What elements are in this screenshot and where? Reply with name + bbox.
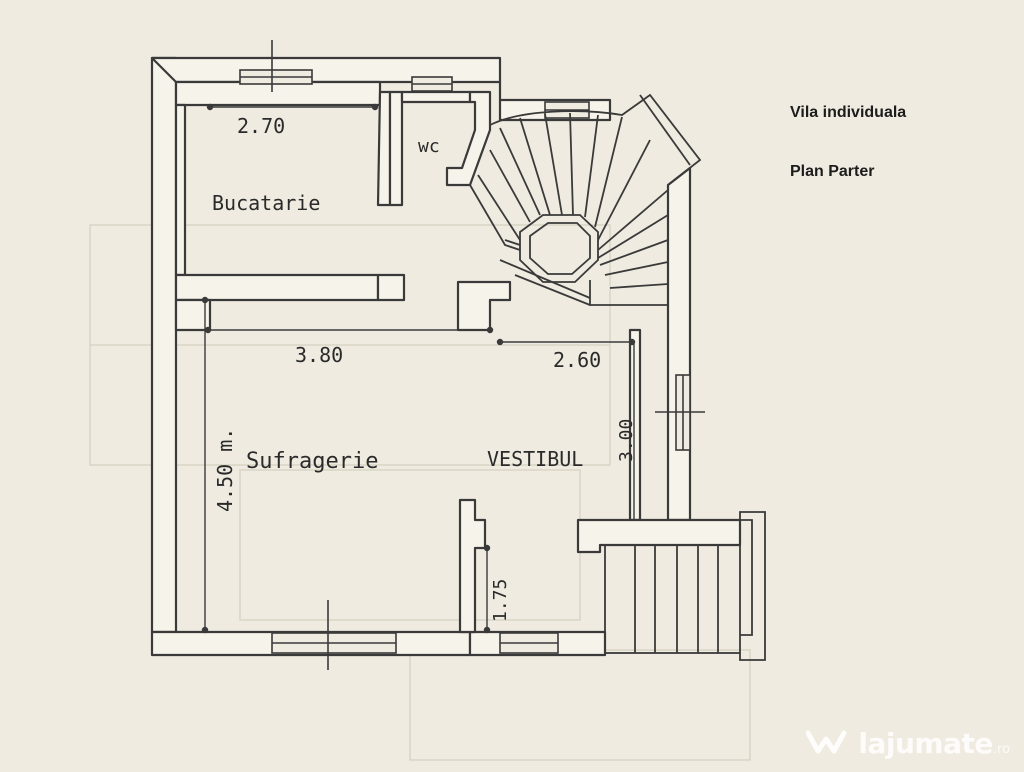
room-label-living: Sufragerie [246, 449, 378, 474]
dimension-labels: 2.70 3.80 2.60 4.50 m. 3.00 1.75 [213, 114, 637, 622]
lajumate-logo-icon [806, 730, 847, 754]
wall-kitchen-bottom [174, 273, 380, 302]
wall-kitchen-door-jamb [376, 273, 406, 302]
room-label-wc: wc [418, 136, 440, 157]
dim-hall-width: 2.60 [553, 348, 601, 372]
window-wc-top [411, 76, 453, 92]
wall-wc-right [445, 90, 492, 187]
wall-partition-right [456, 280, 512, 332]
window-kitchen-top [239, 40, 313, 92]
stair-inner-newel-inner [529, 222, 591, 275]
dim-living-depth: 4.50 m. [213, 428, 237, 512]
window-living-bottom [271, 600, 397, 670]
window-hall-bottom [499, 632, 559, 654]
window-stair-top [544, 101, 590, 119]
watermark-tld: .ro [992, 742, 1010, 757]
room-labels: Bucatarie wc Sufragerie VESTIBUL [212, 136, 583, 474]
stair-outer-curve [489, 93, 702, 306]
watermark-brand: lajumate [858, 727, 993, 760]
plan-subtitle: Plan Parter [790, 163, 875, 180]
entrance-steps [604, 511, 766, 661]
dim-kitchen-width: 2.70 [237, 114, 285, 138]
wall-kitchen-inner-top [174, 80, 382, 107]
windows [239, 40, 705, 670]
dim-niche-depth: 1.75 [490, 579, 511, 622]
wall-stair-enclosure [666, 166, 692, 522]
room-label-hall: VESTIBUL [487, 447, 583, 471]
wall-wc-top [400, 90, 472, 104]
wall-niche [458, 498, 487, 634]
stair-inner-newel [519, 214, 599, 283]
wall-hall-bottom-right [576, 518, 742, 554]
window-hall-right [655, 374, 705, 451]
wall-wc-left [388, 90, 404, 207]
room-label-kitchen: Bucatarie [212, 191, 320, 215]
dimension-lines [201, 103, 636, 634]
wall-outer-left [150, 56, 178, 634]
dim-living-width: 3.80 [295, 343, 343, 367]
plan-title: Vila individuala [790, 104, 907, 121]
dim-hall-depth: 3.00 [616, 419, 637, 462]
wall-kitchen-right [376, 90, 392, 207]
wall-kitchen-left-step [174, 103, 187, 277]
staircase [469, 93, 702, 306]
watermark: lajumate.ro [806, 727, 1010, 760]
